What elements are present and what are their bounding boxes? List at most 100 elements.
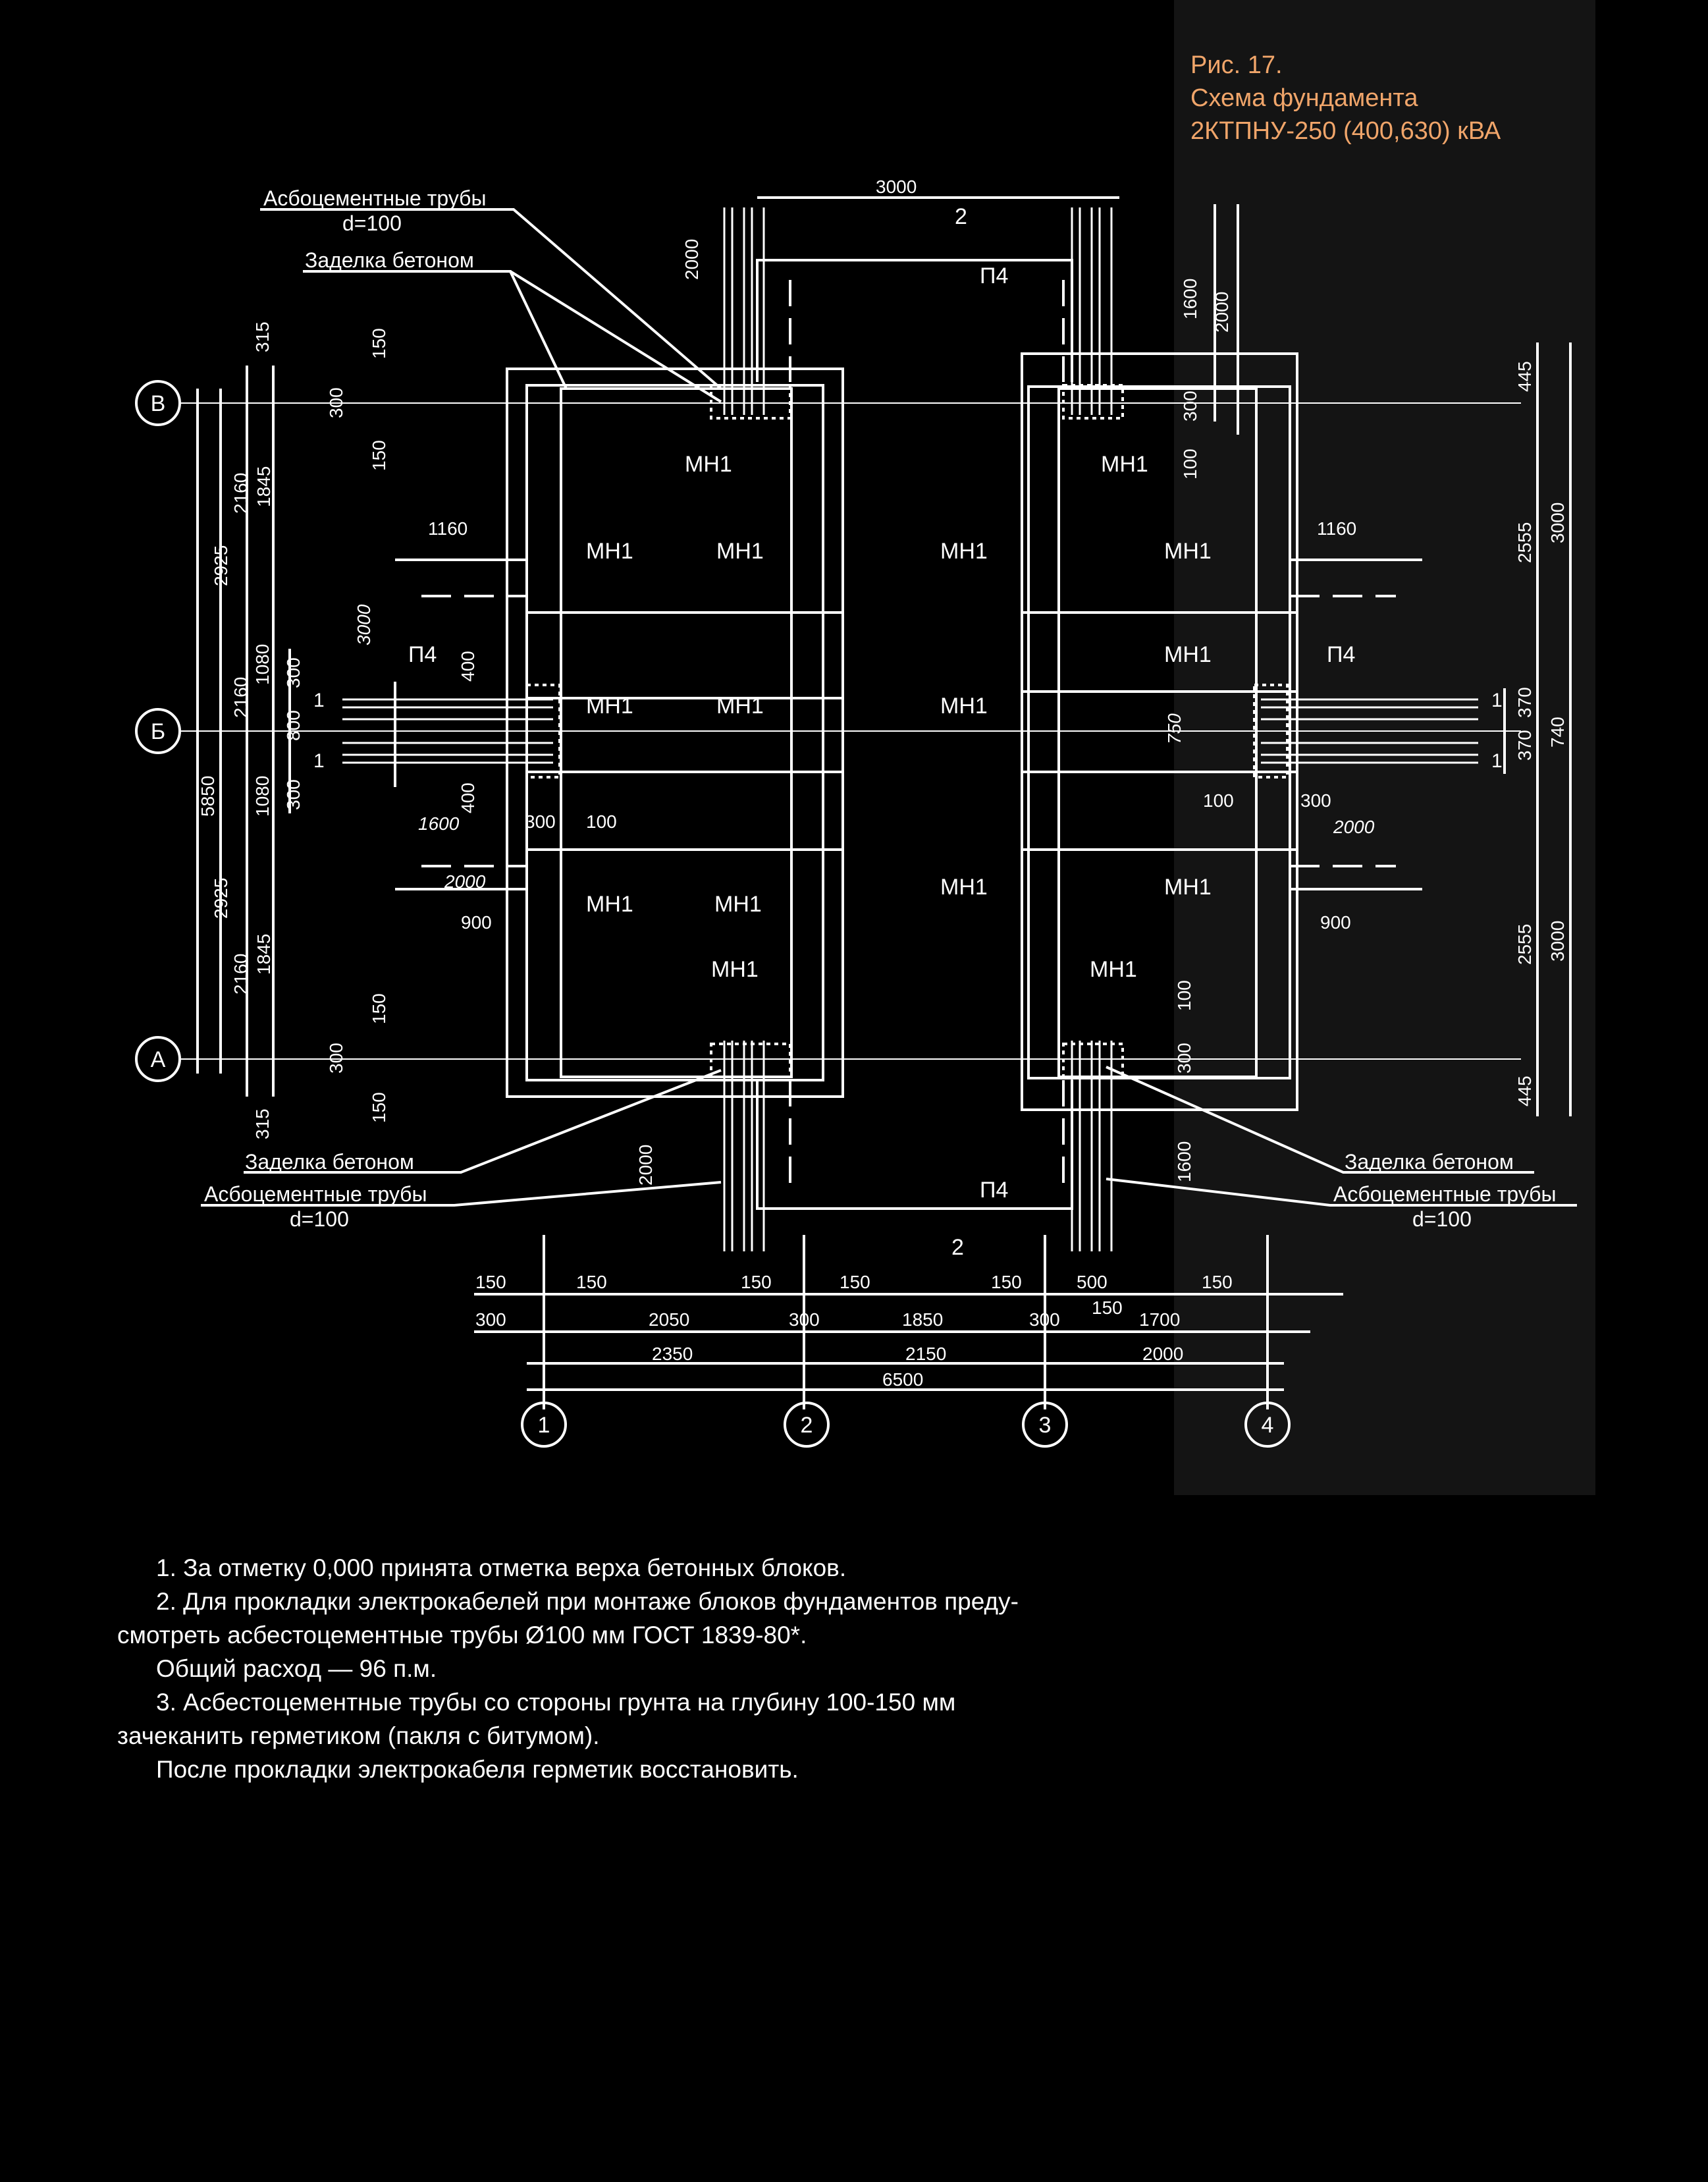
dim-text: 2050 <box>649 1309 689 1330</box>
dim-text: 1160 <box>428 518 467 539</box>
dim-text: 445 <box>1514 361 1535 392</box>
dim-text: 900 <box>461 912 492 933</box>
mark-mn1: МН1 <box>716 539 764 564</box>
leader-concrete-bl <box>244 1069 722 1174</box>
grid-label-A: А <box>151 1047 166 1072</box>
note-3: 3. Асбестоцементные трубы со стороны гру… <box>156 1689 956 1716</box>
grid-label-B: Б <box>151 719 165 744</box>
dim-text: 315 <box>252 1108 273 1139</box>
dim-text: 800 <box>283 710 304 741</box>
mark-mn1: МН1 <box>714 892 762 917</box>
dim-text: 2925 <box>211 878 231 919</box>
leader-concrete-br <box>1106 1066 1534 1174</box>
dim-text: 300 <box>326 387 346 418</box>
leader-pipes-br <box>1106 1178 1577 1207</box>
dim-text: 150 <box>576 1272 607 1292</box>
grid-label-1: 1 <box>538 1413 550 1438</box>
callout-concrete-br: Заделка бетоном <box>1345 1150 1514 1174</box>
dim-text: 1160 <box>1317 518 1356 539</box>
grid-bubble-1 <box>521 1402 567 1448</box>
left-module-outline <box>506 368 844 1098</box>
section-mark: 2 <box>951 1235 964 1260</box>
dim-text: 1845 <box>254 934 274 975</box>
dim-text: 100 <box>1174 980 1194 1011</box>
dim-text: 150 <box>369 440 389 471</box>
dim-text: 300 <box>1300 790 1331 811</box>
slab-label: П4 <box>408 642 437 667</box>
caption-number: Рис. 17. <box>1190 51 1283 79</box>
callout-concrete-bl: Заделка бетоном <box>245 1150 414 1174</box>
grid-label-4: 4 <box>1262 1413 1274 1438</box>
dim-text: 370 <box>1514 730 1535 761</box>
pipes-right-middle <box>1261 698 1478 764</box>
grid-label-V: В <box>151 391 166 416</box>
concrete-plug-bottom-left <box>710 1043 791 1078</box>
note-1: 1. За отметку 0,000 принята отметка верх… <box>156 1554 847 1581</box>
note-2: 2. Для прокладки электрокабелей при монт… <box>156 1588 1019 1615</box>
callout-pipes-top: Асбоцементные трубы <box>263 186 487 210</box>
right-module-wall <box>1027 385 1291 1079</box>
dim-text: 2000 <box>444 871 486 892</box>
dim-text: 900 <box>1320 912 1351 933</box>
grid-bubble-2 <box>784 1402 830 1448</box>
mark-mn1: МН1 <box>1164 642 1212 667</box>
dim-text: 150 <box>369 328 389 359</box>
caption-panel <box>1174 0 1595 1495</box>
callout-pipes-br: Асбоцементные трубы <box>1333 1182 1557 1206</box>
dim-text: 300 <box>283 657 304 688</box>
dim-text: 2555 <box>1514 522 1535 563</box>
pipes-top-right <box>1071 207 1113 415</box>
mark-mn1: МН1 <box>940 539 988 564</box>
slab-label: П4 <box>980 1178 1008 1203</box>
dim-text: 300 <box>1174 1043 1194 1074</box>
section-mark: 1 <box>313 750 325 772</box>
mark-mn1: МН1 <box>685 452 732 477</box>
dim-text: 300 <box>525 811 556 832</box>
grid-bubble-3 <box>1022 1402 1068 1448</box>
leader-pipes-top <box>260 208 722 390</box>
dim-text: 1600 <box>1174 1141 1194 1182</box>
right-module-outline <box>1021 352 1298 1111</box>
dim-text: 2000 <box>1212 292 1232 333</box>
concrete-plug-left-mid <box>525 684 561 778</box>
grid-bubble-B <box>135 708 181 754</box>
note-2-total: Общий расход — 96 п.м. <box>156 1655 437 1682</box>
section-mark: 1 <box>1491 750 1503 772</box>
dim-text: 300 <box>1029 1309 1060 1330</box>
dim-text: 445 <box>1514 1076 1535 1106</box>
dim-text: 400 <box>458 782 478 813</box>
dim-text: 300 <box>475 1309 506 1330</box>
slab-label: П4 <box>1327 642 1355 667</box>
left-module-wall <box>525 384 824 1081</box>
dim-text: 150 <box>1202 1272 1233 1292</box>
dim-text: 315 <box>252 321 273 352</box>
dim-text: 3000 <box>1547 503 1568 543</box>
dim-text: 2160 <box>230 473 251 514</box>
drawing-notes: 1. За отметку 0,000 принята отметка верх… <box>117 1551 1144 1786</box>
grid-bubble-4 <box>1244 1402 1291 1448</box>
dim-text: 150 <box>840 1272 870 1292</box>
leader-pipes-bl <box>201 1181 722 1207</box>
dim-text: 300 <box>1180 391 1200 422</box>
dim-text: 6500 <box>882 1369 923 1390</box>
mark-mn1: МН1 <box>1090 957 1137 982</box>
mark-mn1: МН1 <box>586 694 633 719</box>
dim-text: 150 <box>1092 1297 1123 1318</box>
right-module-inner <box>1057 387 1258 1078</box>
concrete-plug-right-mid <box>1253 684 1289 778</box>
leader-concrete-top <box>303 270 568 389</box>
dim-text: 1080 <box>252 644 273 685</box>
slab-top-outline <box>756 259 1073 382</box>
dim-text: 2000 <box>681 239 702 280</box>
pipes-top-left <box>723 207 765 415</box>
mark-mn1: МН1 <box>940 875 988 900</box>
callout-pipes-bl-d: d=100 <box>290 1207 349 1231</box>
concrete-plug-bottom-right <box>1062 1043 1124 1078</box>
dim-text: 2555 <box>1514 924 1535 965</box>
dim-text: 100 <box>586 811 617 832</box>
dim-text: 300 <box>326 1043 346 1074</box>
dim-text: 1600 <box>418 813 460 834</box>
dim-text: 150 <box>741 1272 772 1292</box>
callout-pipes-br-d: d=100 <box>1412 1207 1472 1231</box>
caption-title: Схема фундамента <box>1190 84 1418 112</box>
